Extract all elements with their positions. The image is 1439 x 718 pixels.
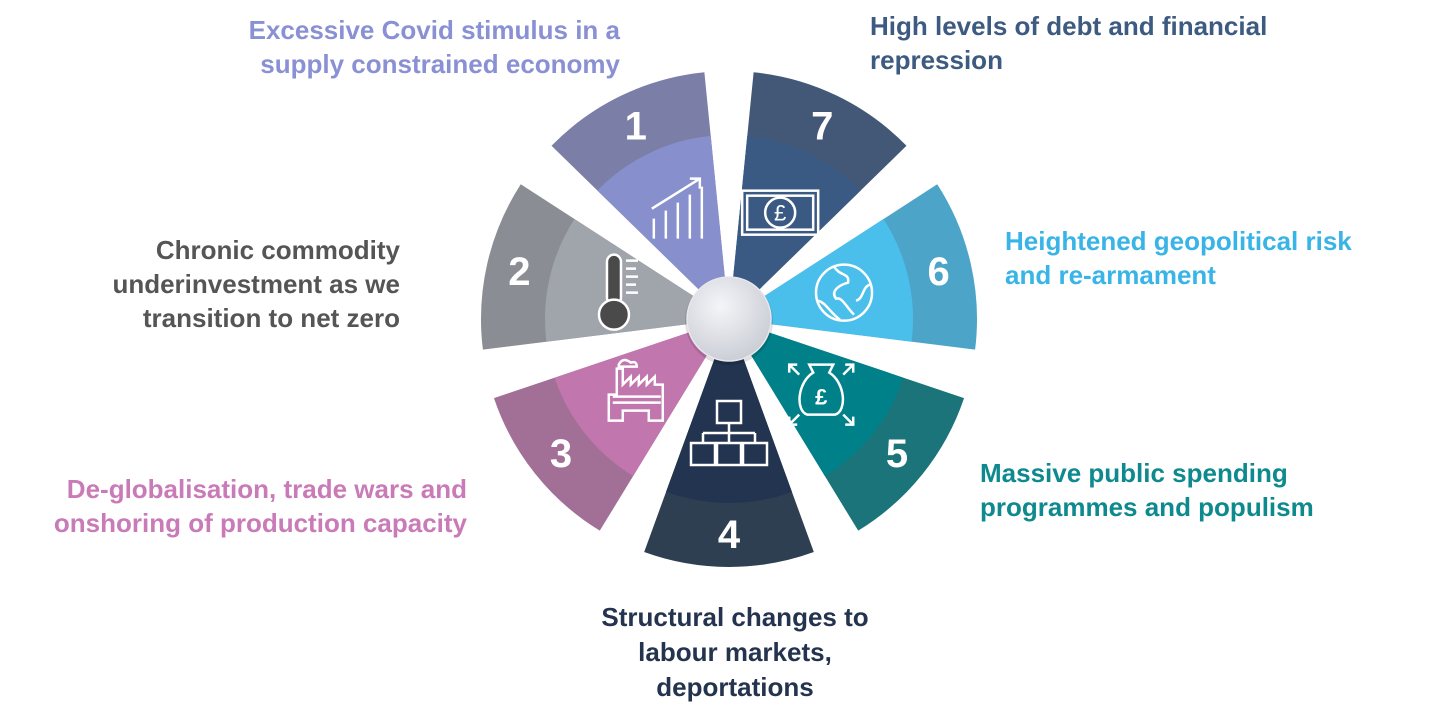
label-4-line: deportations	[656, 672, 814, 702]
segment-7: 7£	[729, 72, 907, 319]
segment-2: 2	[480, 184, 729, 350]
org-chart-icon	[689, 399, 769, 467]
segment-number: 4	[718, 513, 741, 557]
segment-inner-band	[666, 319, 792, 503]
label-1-line: Excessive Covid stimulus in a	[248, 15, 620, 45]
thermometer-icon	[597, 253, 638, 331]
segment-number: 7	[811, 104, 833, 148]
label-6-line: Heightened geopolitical risk	[1005, 226, 1352, 256]
segment-number: 3	[550, 432, 572, 476]
label-6: Heightened geopolitical risk and re-arma…	[1005, 224, 1352, 292]
segment-inner-band	[729, 219, 913, 342]
label-7: High levels of debt and financial repres…	[870, 9, 1267, 77]
svg-text:£: £	[815, 385, 828, 410]
center-hub	[686, 276, 772, 362]
segment-number: 2	[508, 250, 530, 294]
label-5-line: Massive public spending	[980, 458, 1288, 488]
segment-inner-band	[729, 135, 861, 319]
banknote-icon: £	[740, 189, 820, 236]
label-1-line: supply constrained economy	[260, 49, 620, 79]
label-3: De-globalisation, trade wars and onshori…	[54, 472, 467, 540]
growth-chart-icon	[651, 177, 704, 239]
label-2-line: underinvestment as we	[112, 269, 400, 299]
segment-number: 1	[625, 104, 647, 148]
label-2: Chronic commodity underinvestment as we …	[112, 233, 400, 335]
label-6-line: and re-armament	[1005, 260, 1216, 290]
segment-number: 5	[886, 432, 908, 476]
label-7-line: repression	[870, 45, 1003, 75]
label-2-line: transition to net zero	[142, 303, 400, 333]
label-5-line: programmes and populism	[980, 492, 1314, 522]
segment-6: 6	[729, 184, 977, 350]
svg-text:£: £	[774, 201, 786, 226]
label-3-line: De-globalisation, trade wars and	[66, 474, 467, 504]
label-5: Massive public spending programmes and p…	[980, 456, 1314, 524]
segment-5: 5£	[729, 319, 965, 531]
segment-3: 3	[493, 319, 729, 531]
factory-icon	[607, 358, 665, 422]
label-4-line: labour markets,	[638, 637, 832, 667]
label-7-line: High levels of debt and financial	[870, 11, 1268, 41]
label-2-line: Chronic commodity	[155, 235, 400, 265]
segment-inner-band	[729, 319, 904, 477]
money-bag-icon: £	[787, 363, 855, 426]
segment-4: 4	[644, 319, 814, 567]
segment-inner-band	[545, 219, 729, 342]
segment-1: 1	[551, 72, 729, 319]
label-4: Structural changes to labour markets, de…	[585, 600, 885, 705]
segment-number: 6	[927, 250, 949, 294]
label-3-line: onshoring of production capacity	[53, 508, 467, 538]
label-4-line: Structural changes to	[601, 602, 869, 632]
globe-icon	[814, 263, 874, 322]
label-1: Excessive Covid stimulus in a supply con…	[249, 13, 620, 81]
